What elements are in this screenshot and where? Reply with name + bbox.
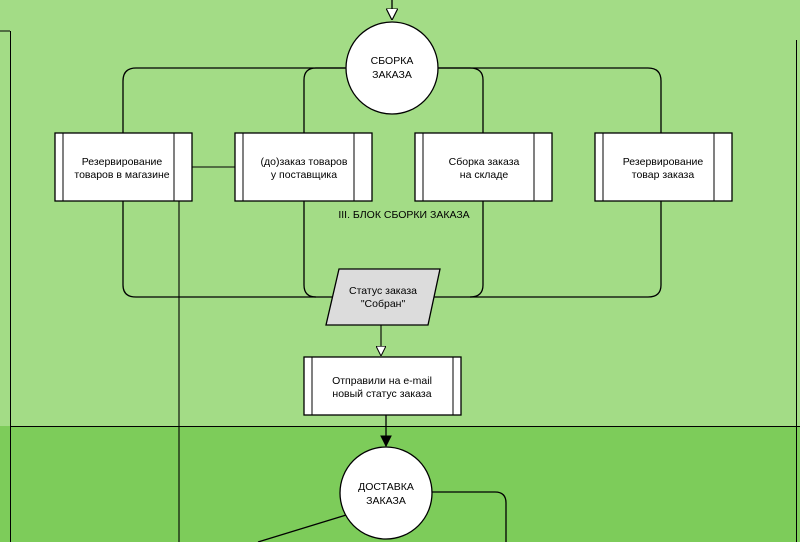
process-assemble-warehouse[interactable]: Сборка заказа на складе — [414, 132, 553, 202]
status-line-2: "Собран" — [361, 298, 406, 310]
lane-label: III. БЛОК СБОРКИ ЗАКАЗА — [338, 209, 469, 221]
delivery-node-line-2: ЗАКАЗА — [366, 495, 406, 507]
process-assemble-warehouse-line-1: Сборка заказа — [449, 156, 520, 168]
process-order-supplier-line-1: (до)заказ товаров — [261, 156, 348, 168]
process-reserve-store-line-2: товаров в магазине — [74, 169, 169, 181]
process-reserve-goods[interactable]: Резервирование товар заказа — [594, 132, 733, 202]
process-order-supplier[interactable]: (до)заказ товаров у поставщика — [234, 132, 373, 202]
connector-inner-loop-right — [432, 67, 484, 298]
assembly-node-line-2: ЗАКАЗА — [372, 69, 412, 81]
status-line-1: Статус заказа — [349, 285, 417, 297]
email-line-2: новый статус заказа — [332, 388, 431, 400]
connector-delivery-right — [432, 491, 507, 542]
status-data-node[interactable]: Статус заказа "Собран" — [325, 268, 441, 326]
process-reserve-store[interactable]: Резервирование товаров в магазине — [54, 132, 193, 202]
connector-inner-loop — [303, 67, 350, 298]
delivery-node-line-1: ДОСТАВКА — [358, 481, 414, 493]
connector-delivery-left — [257, 511, 357, 542]
delivery-node[interactable] — [339, 446, 433, 540]
process-reserve-goods-line-2: товар заказа — [632, 169, 695, 181]
process-order-supplier-line-2: у поставщика — [271, 169, 337, 181]
process-assemble-warehouse-line-2: на складе — [460, 169, 509, 181]
assembly-node-line-1: СБОРКА — [371, 55, 414, 67]
process-reserve-store-line-1: Резервирование — [82, 156, 163, 168]
process-reserve-goods-line-1: Резервирование — [623, 156, 704, 168]
email-line-1: Отправили на e-mail — [332, 375, 432, 387]
assembly-start-node[interactable] — [345, 21, 439, 115]
process-email-notification[interactable]: Отправили на e-mail новый статус заказа — [303, 356, 462, 416]
